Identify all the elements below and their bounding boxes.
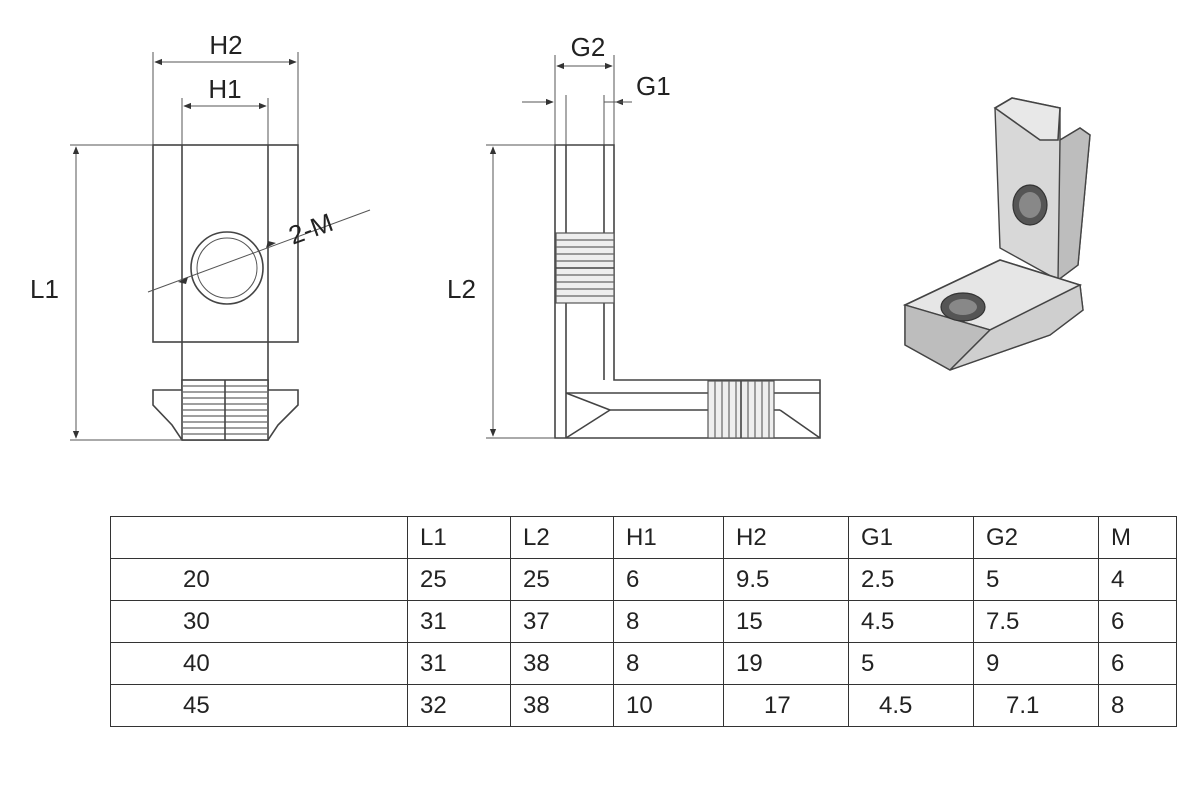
table-cell: 40 <box>110 642 408 685</box>
header-cell: H2 <box>723 516 849 559</box>
h1-label: H1 <box>208 74 241 104</box>
table-cell: 45 <box>110 684 408 727</box>
table-cell: 10 <box>613 684 724 727</box>
side-thread-horizontal <box>707 380 775 439</box>
table-cell: 7.1 <box>973 684 1099 727</box>
header-cell: G1 <box>848 516 974 559</box>
l2-label: L2 <box>447 274 476 304</box>
table-row: 45 32 38 10 17 4.5 7.1 8 <box>110 684 1177 727</box>
table-cell: 20 <box>110 558 408 601</box>
l1-label: L1 <box>30 274 59 304</box>
g1-label: G1 <box>636 71 671 101</box>
table-cell: 8 <box>613 642 724 685</box>
front-thread <box>183 380 267 440</box>
table-cell: 5 <box>973 558 1099 601</box>
header-cell <box>110 516 408 559</box>
table-row: 40 31 38 8 19 5 9 6 <box>110 642 1177 685</box>
table-cell: 15 <box>723 600 849 643</box>
g2-label: G2 <box>571 32 606 62</box>
isometric-view <box>902 97 1091 371</box>
side-view: G2 G1 <box>447 32 821 439</box>
table-cell: 8 <box>1098 684 1177 727</box>
header-cell: L2 <box>510 516 614 559</box>
table-cell: 2.5 <box>848 558 974 601</box>
header-cell: L1 <box>407 516 511 559</box>
table-row: 20 25 25 6 9.5 2.5 5 4 <box>110 558 1177 601</box>
side-thread-vertical <box>555 232 615 304</box>
table-header-row: L1 L2 H1 H2 G1 G2 M <box>110 516 1177 559</box>
h2-label: H2 <box>209 30 242 60</box>
table-cell: 9 <box>973 642 1099 685</box>
table-cell: 8 <box>613 600 724 643</box>
front-view: H2 H1 2-M <box>30 30 371 441</box>
table-cell: 6 <box>1098 600 1177 643</box>
spec-table: L1 L2 H1 H2 G1 G2 M 20 25 25 6 9.5 2.5 5… <box>110 516 1177 727</box>
table-cell: 17 <box>723 684 849 727</box>
header-cell: H1 <box>613 516 724 559</box>
table-cell: 6 <box>613 558 724 601</box>
table-cell: 31 <box>407 600 511 643</box>
table-cell: 30 <box>110 600 408 643</box>
table-cell: 25 <box>407 558 511 601</box>
table-cell: 25 <box>510 558 614 601</box>
table-cell: 7.5 <box>973 600 1099 643</box>
table-cell: 38 <box>510 642 614 685</box>
table-row: 30 31 37 8 15 4.5 7.5 6 <box>110 600 1177 643</box>
header-cell: G2 <box>973 516 1099 559</box>
table-cell: 5 <box>848 642 974 685</box>
table-cell: 31 <box>407 642 511 685</box>
technical-drawing: H2 H1 2-M <box>30 30 1091 441</box>
table-cell: 38 <box>510 684 614 727</box>
table-cell: 32 <box>407 684 511 727</box>
table-cell: 6 <box>1098 642 1177 685</box>
table-cell: 37 <box>510 600 614 643</box>
table-cell: 19 <box>723 642 849 685</box>
table-cell: 9.5 <box>723 558 849 601</box>
header-cell: M <box>1098 516 1177 559</box>
table-cell: 4 <box>1098 558 1177 601</box>
table-cell: 4.5 <box>848 684 974 727</box>
table-cell: 4.5 <box>848 600 974 643</box>
